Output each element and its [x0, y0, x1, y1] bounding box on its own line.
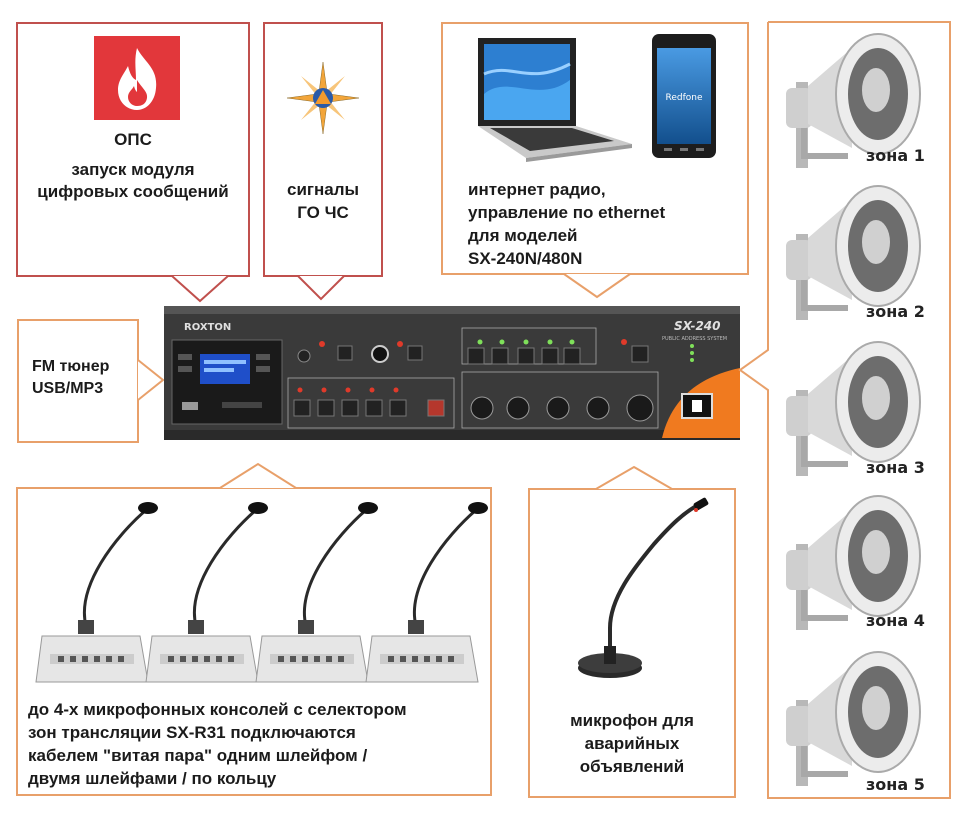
console-4 [366, 502, 488, 682]
phone-brand: Redfone [665, 93, 702, 103]
civil-box-pointer [296, 275, 346, 301]
laptop-icon [468, 34, 634, 174]
microphone-consoles [36, 496, 476, 692]
horn-speaker-icon-3 [778, 336, 928, 476]
emergency-mic-line2: аварийных [528, 734, 736, 754]
fire-title: ОПС [16, 130, 250, 150]
fire-box-pointer [170, 275, 230, 303]
emergency-mic-box-pointer [594, 465, 674, 490]
emergency-mic-line1: микрофон для [528, 711, 736, 731]
zone-1-label: зона 1 [866, 146, 925, 165]
zone-3-label: зона 3 [866, 458, 925, 477]
zone-5-label: зона 5 [866, 775, 925, 794]
amp-model: SX-240 [674, 319, 721, 333]
consoles-box-pointer [218, 462, 298, 489]
tuner-line2: USB/MP3 [32, 380, 103, 398]
smartphone-icon: Redfone [652, 34, 716, 158]
gooseneck-microphone-icon [574, 498, 714, 692]
horn-speaker-icon-5 [778, 646, 928, 786]
fire-line2: цифровых сообщений [16, 182, 250, 202]
console-2 [146, 502, 268, 682]
fire-icon [94, 36, 180, 120]
internet-line2: управление по ethernet [468, 203, 665, 223]
consoles-line3: кабелем "витая пара" одним шлейфом / [28, 746, 367, 766]
consoles-line1: до 4-х микрофонных консолей с селектором [28, 700, 407, 720]
civil-defense-star-icon [283, 58, 363, 138]
tuner-line1: FM тюнер [32, 358, 109, 376]
internet-box-pointer [562, 273, 632, 299]
horn-speaker-icon-4 [778, 490, 928, 630]
fire-line1: запуск модуля [16, 160, 250, 180]
consoles-line4: двумя шлейфами / по кольцу [28, 769, 276, 789]
internet-line3: для моделей [468, 226, 577, 246]
amplifier-unit: ROXTON SX-240 PUBLIC ADDRESS SYSTEM [162, 306, 742, 446]
emergency-mic-line3: объявлений [528, 757, 736, 777]
civil-line2: ГО ЧС [263, 203, 383, 223]
internet-line1: интернет радио, [468, 180, 606, 200]
zone-2-label: зона 2 [866, 302, 925, 321]
amp-brand: ROXTON [184, 322, 231, 333]
amp-subtitle: PUBLIC ADDRESS SYSTEM [662, 336, 727, 342]
zone-4-label: зона 4 [866, 611, 925, 630]
console-1 [36, 502, 158, 682]
horn-speaker-icon-2 [778, 180, 928, 320]
civil-line1: сигналы [263, 180, 383, 200]
internet-line4: SX-240N/480N [468, 249, 582, 269]
console-3 [256, 502, 378, 682]
consoles-line2: зон трансляции SX-R31 подключаются [28, 723, 356, 743]
